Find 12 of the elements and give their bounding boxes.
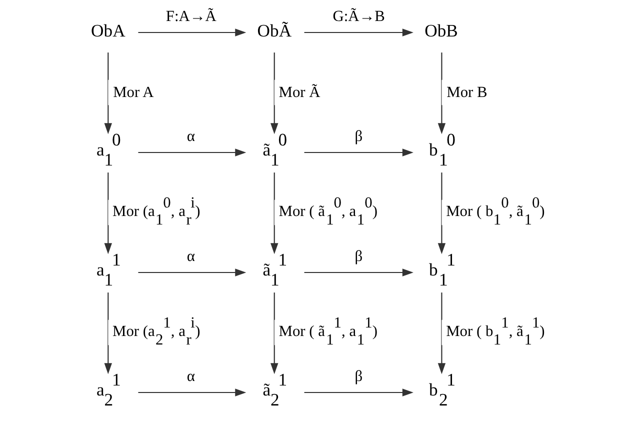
node-text: ObA [91, 20, 126, 41]
edge-label: β [354, 248, 363, 266]
edge-label: α [186, 248, 195, 266]
edge-label: Mor A [113, 84, 154, 102]
node-text: ObB [424, 20, 458, 41]
edge-label: β [354, 128, 363, 146]
edge-label: α [186, 368, 195, 386]
edge-label: Mor B [446, 84, 488, 102]
node-text: ObÃ [257, 20, 292, 41]
edge-label: Mor Ã [278, 84, 320, 102]
edge-label: β [354, 368, 363, 386]
edge-label: α [186, 128, 195, 146]
